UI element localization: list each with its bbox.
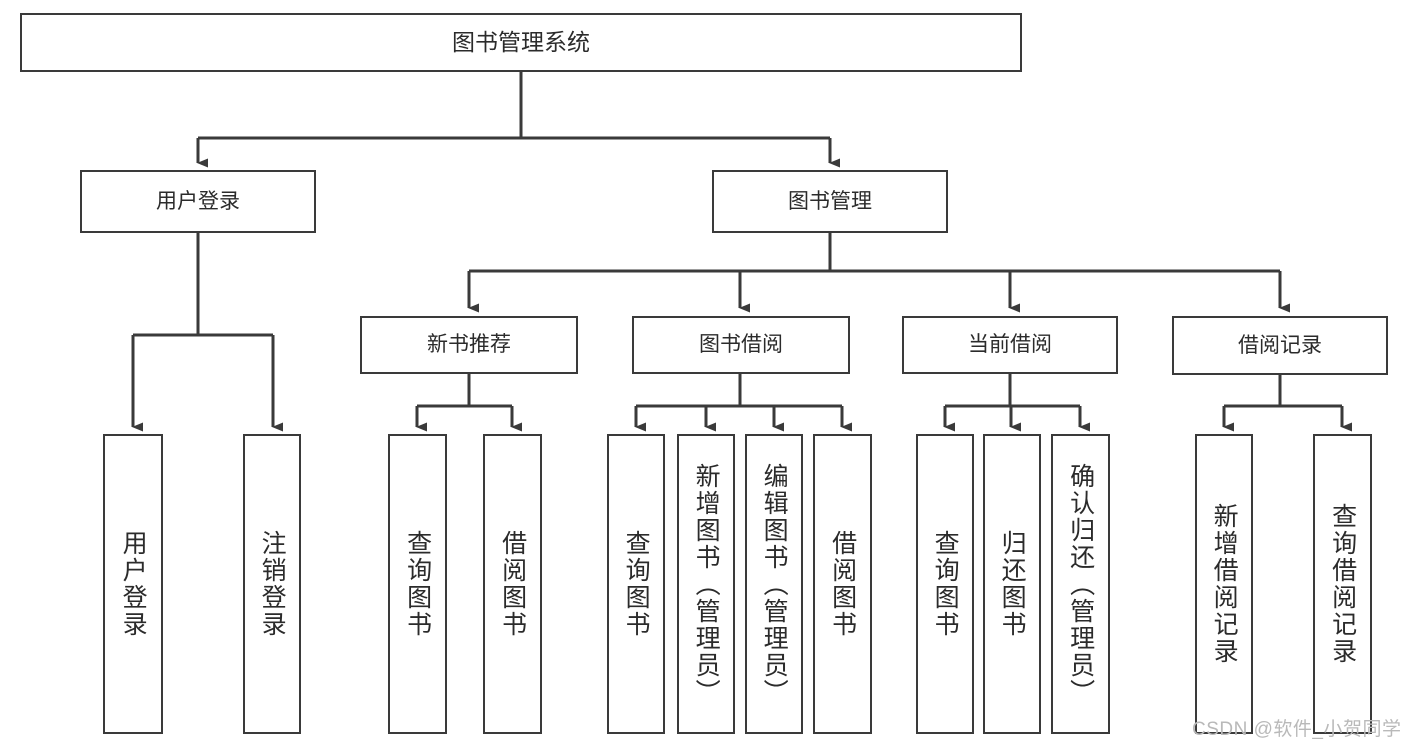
node-leaf-add-record[interactable]: 新增借阅记录	[1195, 434, 1253, 734]
node-new-book-rec[interactable]: 新书推荐	[360, 316, 578, 374]
node-leaf-add-book[interactable]: 新增图书（管理员）	[677, 434, 735, 734]
node-borrow-record-label: 借阅记录	[1238, 333, 1322, 357]
node-current-borrow[interactable]: 当前借阅	[902, 316, 1118, 374]
node-book-manage[interactable]: 图书管理	[712, 170, 948, 233]
node-current-borrow-label: 当前借阅	[968, 333, 1052, 357]
node-leaf-borrow-book-a[interactable]: 借阅图书	[483, 434, 542, 734]
node-leaf-add-book-label: 新增图书（管理员）	[692, 462, 721, 706]
csdn-watermark: CSDN @软件_小贺同学	[1192, 719, 1402, 740]
node-leaf-user-login-label: 用户登录	[119, 530, 148, 638]
node-leaf-query-book-c-label: 查询图书	[931, 530, 960, 638]
node-leaf-add-record-label: 新增借阅记录	[1210, 503, 1239, 665]
node-user-login-label: 用户登录	[156, 189, 240, 213]
node-leaf-query-book-a[interactable]: 查询图书	[388, 434, 447, 734]
node-leaf-user-login[interactable]: 用户登录	[103, 434, 163, 734]
node-leaf-return-book-label: 归还图书	[998, 530, 1027, 638]
node-leaf-query-record-label: 查询借阅记录	[1328, 503, 1357, 665]
node-user-login[interactable]: 用户登录	[80, 170, 316, 233]
node-leaf-return-book[interactable]: 归还图书	[983, 434, 1041, 734]
node-leaf-borrow-book-b-label: 借阅图书	[828, 530, 857, 638]
node-leaf-edit-book[interactable]: 编辑图书（管理员）	[745, 434, 803, 734]
node-leaf-query-record[interactable]: 查询借阅记录	[1313, 434, 1372, 734]
node-leaf-confirm-return-label: 确认归还（管理员）	[1066, 462, 1095, 706]
node-leaf-borrow-book-b[interactable]: 借阅图书	[813, 434, 872, 734]
node-book-manage-label: 图书管理	[788, 189, 872, 213]
node-book-borrow[interactable]: 图书借阅	[632, 316, 850, 374]
node-leaf-query-book-c[interactable]: 查询图书	[916, 434, 974, 734]
node-book-borrow-label: 图书借阅	[699, 333, 783, 357]
node-leaf-logout-label: 注销登录	[258, 530, 287, 638]
node-root[interactable]: 图书管理系统	[20, 13, 1022, 72]
node-leaf-query-book-b[interactable]: 查询图书	[607, 434, 665, 734]
node-leaf-logout[interactable]: 注销登录	[243, 434, 301, 734]
node-leaf-query-book-a-label: 查询图书	[403, 530, 432, 638]
node-leaf-confirm-return[interactable]: 确认归还（管理员）	[1051, 434, 1110, 734]
node-leaf-query-book-b-label: 查询图书	[622, 530, 651, 638]
node-new-book-rec-label: 新书推荐	[427, 333, 511, 357]
node-leaf-edit-book-label: 编辑图书（管理员）	[760, 462, 789, 706]
node-borrow-record[interactable]: 借阅记录	[1172, 316, 1388, 375]
node-root-label: 图书管理系统	[452, 29, 590, 56]
node-leaf-borrow-book-a-label: 借阅图书	[498, 530, 527, 638]
